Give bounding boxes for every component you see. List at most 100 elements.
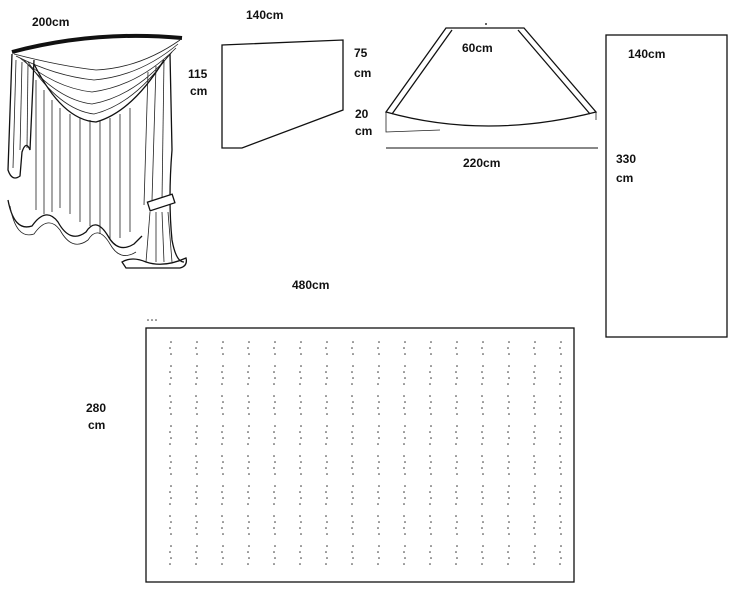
texture-dot <box>507 347 509 349</box>
texture-dot <box>559 347 561 349</box>
texture-dot <box>533 443 535 445</box>
texture-dot <box>195 455 197 457</box>
texture-dot <box>404 341 406 343</box>
texture-dot <box>377 527 379 529</box>
texture-dot <box>560 425 562 427</box>
swag-side-drop-unit: cm <box>355 124 372 138</box>
texture-dot <box>300 341 302 343</box>
texture-dot <box>351 491 353 493</box>
texture-dot <box>351 515 353 517</box>
texture-dot <box>195 371 197 373</box>
texture-dot <box>429 503 431 505</box>
texture-dot <box>378 521 380 523</box>
texture-dot <box>377 443 379 445</box>
side-panel-height-unit: cm <box>616 171 633 185</box>
texture-dot <box>352 365 354 367</box>
texture-dot <box>273 467 275 469</box>
texture-dot <box>299 563 301 565</box>
texture-dot <box>196 413 198 415</box>
texture-dot <box>429 551 431 553</box>
texture-dot <box>300 353 302 355</box>
texture-dot <box>404 365 406 367</box>
texture-dot <box>326 461 328 463</box>
texture-dot <box>170 473 172 475</box>
texture-dot <box>170 413 172 415</box>
texture-dot <box>508 533 510 535</box>
side-panel-outline <box>605 34 728 338</box>
texture-dot <box>481 431 483 433</box>
texture-dot <box>533 455 535 457</box>
texture-dot <box>352 485 354 487</box>
curtain-festoon-hem <box>7 199 143 249</box>
texture-dot <box>325 431 327 433</box>
texture-dot <box>170 425 172 427</box>
texture-dot <box>404 353 406 355</box>
texture-dot <box>455 431 457 433</box>
texture-dot <box>507 467 509 469</box>
texture-dot <box>559 491 561 493</box>
texture-dot <box>533 431 535 433</box>
trapezoid-left-height-value: 115 <box>188 67 208 81</box>
texture-dot <box>248 533 250 535</box>
texture-dot <box>456 521 458 523</box>
texture-dot <box>196 365 198 367</box>
texture-dot <box>507 395 509 397</box>
texture-dot <box>170 461 172 463</box>
texture-dot <box>300 533 302 535</box>
main-panel-outline <box>145 327 575 583</box>
texture-dot <box>508 365 510 367</box>
texture-dot <box>533 515 535 517</box>
texture-dot <box>481 551 483 553</box>
trapezoid-outline <box>221 39 344 149</box>
texture-dot <box>273 371 275 373</box>
curtain-swag <box>13 39 181 123</box>
texture-dot <box>559 371 561 373</box>
texture-dot <box>351 443 353 445</box>
texture-dot <box>403 395 405 397</box>
texture-dot <box>430 497 432 499</box>
texture-dot <box>378 377 380 379</box>
texture-dot <box>247 347 249 349</box>
texture-dot <box>508 461 510 463</box>
texture-dot <box>196 377 198 379</box>
texture-dot <box>429 395 431 397</box>
texture-dot <box>300 377 302 379</box>
texture-dot <box>378 557 380 559</box>
texture-dot <box>352 461 354 463</box>
texture-dot <box>481 407 483 409</box>
texture-dot <box>170 545 172 547</box>
texture-dot <box>325 467 327 469</box>
texture-dot <box>196 461 198 463</box>
curtain-left-drape <box>7 53 35 179</box>
texture-dot <box>482 401 484 403</box>
texture-dot <box>378 365 380 367</box>
texture-dot <box>508 401 510 403</box>
texture-dot <box>352 341 354 343</box>
texture-dot <box>456 437 458 439</box>
texture-dot <box>221 563 223 565</box>
texture-dot <box>404 545 406 547</box>
texture-dot <box>404 473 406 475</box>
texture-dot <box>534 461 536 463</box>
texture-dot <box>247 527 249 529</box>
texture-dot <box>403 407 405 409</box>
texture-dot <box>222 497 224 499</box>
texture-dot <box>559 431 561 433</box>
texture-dot <box>481 527 483 529</box>
texture-dot <box>169 431 171 433</box>
texture-dot <box>560 485 562 487</box>
texture-dot <box>222 353 224 355</box>
swag-side-drop-line <box>385 112 441 133</box>
texture-dot <box>456 341 458 343</box>
texture-dot <box>508 413 510 415</box>
texture-dot <box>274 425 276 427</box>
texture-dot <box>533 491 535 493</box>
texture-dot <box>299 551 301 553</box>
texture-dot <box>273 491 275 493</box>
texture-dot <box>429 407 431 409</box>
texture-dot <box>429 467 431 469</box>
texture-dot <box>377 467 379 469</box>
texture-dot <box>404 461 406 463</box>
texture-dot <box>559 515 561 517</box>
side-panel: 140cm 330 cm <box>605 34 728 338</box>
